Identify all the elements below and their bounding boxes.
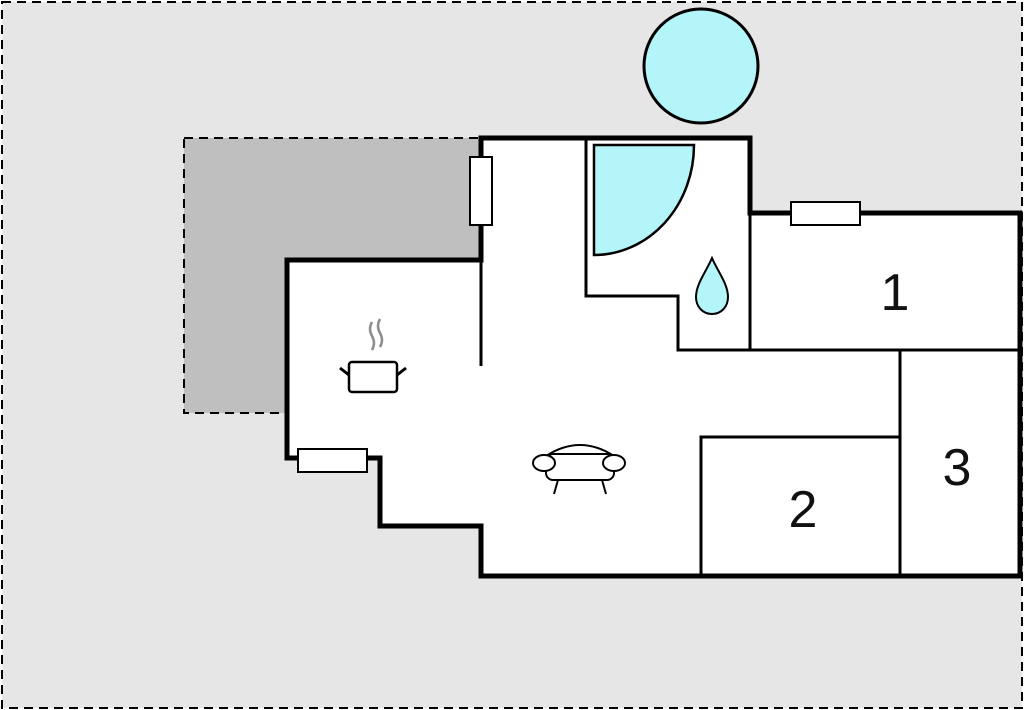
window <box>790 201 861 226</box>
shower-icon <box>592 143 696 257</box>
window <box>297 448 368 473</box>
room-label-2: 2 <box>789 481 818 539</box>
room-label-1: 1 <box>881 264 910 322</box>
room-label-3: 3 <box>943 439 972 497</box>
cooking-pot-icon <box>339 318 407 394</box>
interior-walls <box>479 138 1020 576</box>
pool-icon <box>642 7 760 125</box>
window <box>469 156 493 226</box>
water-drop-icon <box>694 255 730 316</box>
sofa-icon <box>532 444 626 495</box>
